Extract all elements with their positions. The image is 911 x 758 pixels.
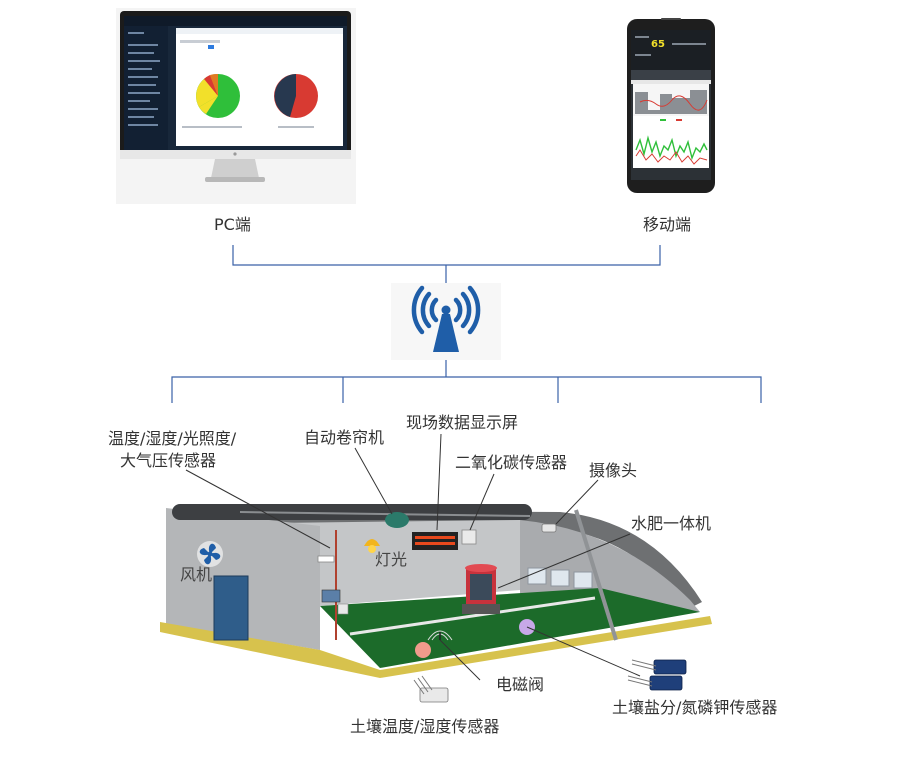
- label-fan: 风机: [180, 565, 213, 584]
- label-camera: 摄像头: [589, 461, 638, 480]
- label-solenoid-valve: 电磁阀: [496, 675, 545, 694]
- pc-pie-chart-1: [196, 73, 240, 118]
- mobile-client-label: 移动端: [643, 215, 692, 234]
- label-fertigation: 水肥一体机: [631, 514, 712, 533]
- label-env-sensor-line1: 温度/湿度/光照度/: [108, 429, 237, 448]
- pc-client-label: PC端: [214, 215, 251, 234]
- soil-temp-probe: [413, 675, 449, 703]
- greenhouse-door: [213, 575, 249, 641]
- phone-reading-value: 65: [651, 39, 665, 50]
- label-light: 灯光: [375, 550, 408, 569]
- label-env-sensor-line2: 大气压传感器: [120, 451, 217, 470]
- led-display-board: [412, 532, 458, 550]
- soil-npk-probes: [627, 659, 687, 691]
- wireless-antenna-icon: [411, 285, 481, 335]
- label-co2-sensor: 二氧化碳传感器: [455, 453, 568, 472]
- fertigation-machine: [462, 564, 500, 614]
- label-auto-curtain: 自动卷帘机: [304, 428, 385, 447]
- pc-pie-chart-2: [274, 74, 318, 118]
- label-data-display: 现场数据显示屏: [406, 413, 519, 432]
- label-soil-salt-npk: 土壤盐分/氮磷钾传感器: [612, 698, 778, 717]
- fan-icon: [197, 541, 223, 567]
- label-soil-temp-humidity: 土壤温度/湿度传感器: [350, 717, 500, 736]
